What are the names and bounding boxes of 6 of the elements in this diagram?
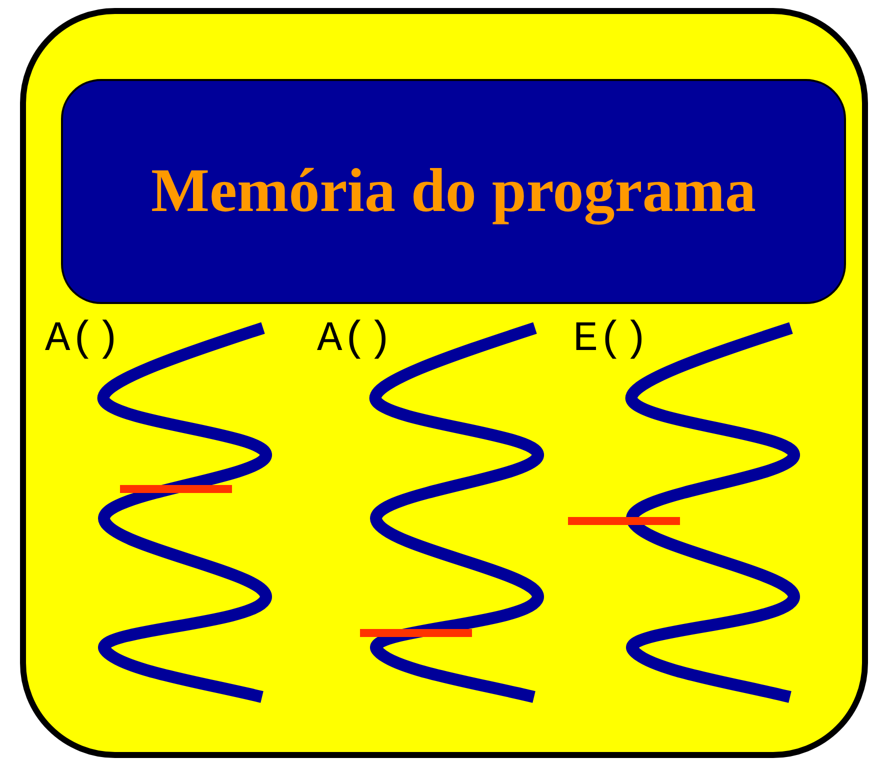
title-text: Memória do programa xyxy=(151,156,756,227)
panel-background xyxy=(20,8,868,758)
function-label: A() xyxy=(317,318,393,360)
title-banner xyxy=(61,79,846,304)
function-label: E() xyxy=(573,318,649,360)
function-label: A() xyxy=(45,318,121,360)
